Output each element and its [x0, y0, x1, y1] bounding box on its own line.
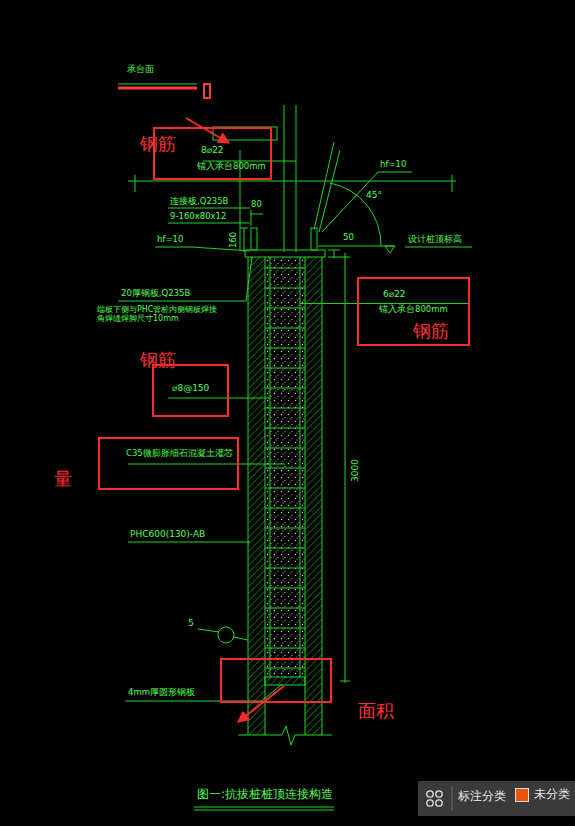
weld-note: 端板下侧与PHC管桩内侧钢板焊接 角焊缝焊脚尺寸10mm	[97, 305, 225, 323]
plate-note: 4mm厚圆形钢板	[128, 688, 195, 698]
rebar-note: 8⌀22	[201, 145, 224, 155]
dimension: 80	[251, 200, 262, 210]
dimension: 3000	[350, 459, 360, 482]
callout-number: 5	[188, 618, 194, 628]
legend-text: 未分类	[534, 788, 570, 802]
rebar-note: 锚入承台800mm	[197, 162, 266, 172]
markup-note: 钢筋	[140, 350, 176, 371]
markup-box: 6⌀22 锚入承台800mm 钢筋	[357, 277, 470, 346]
markup-box: ⌀8@150	[152, 364, 229, 417]
elevation-note: 设计桩顶标高	[408, 235, 462, 245]
weld-note: hf=10	[157, 235, 183, 245]
markup-note: 钢筋	[413, 321, 449, 342]
plate-note: 9-160x80x12	[170, 212, 226, 222]
dimension: 160	[229, 232, 239, 248]
dimension: 50	[343, 233, 354, 243]
rebar-note: 锚入承台800mm	[379, 305, 448, 315]
markup-box: C35微膨胀细石混凝土灌芯	[98, 437, 239, 490]
plate-note: 连接板,Q235B	[170, 197, 228, 207]
plate-note: 20厚钢板,Q235B	[121, 289, 190, 299]
weld-note: hf=10	[380, 160, 406, 170]
rebar-note: C35微膨胀细石混凝土灌芯	[126, 449, 233, 459]
markup-note: 量	[54, 469, 72, 490]
toolbar-label: 标注分类	[458, 790, 506, 804]
legend-item: 未分类	[515, 788, 570, 802]
markup-note: 钢筋	[140, 134, 176, 155]
pile-type: PHC600(130)-AB	[130, 529, 205, 539]
elevation-mark: 承台面	[127, 64, 154, 74]
rebar-note: ⌀8@150	[172, 383, 209, 393]
rebar-note: 6⌀22	[383, 289, 406, 299]
legend-swatch	[515, 788, 529, 802]
drawing-title: 图一:抗拔桩桩顶连接构造	[197, 788, 333, 802]
markup-note: 面积	[358, 701, 394, 722]
angle-dimension: 45°	[366, 190, 382, 200]
